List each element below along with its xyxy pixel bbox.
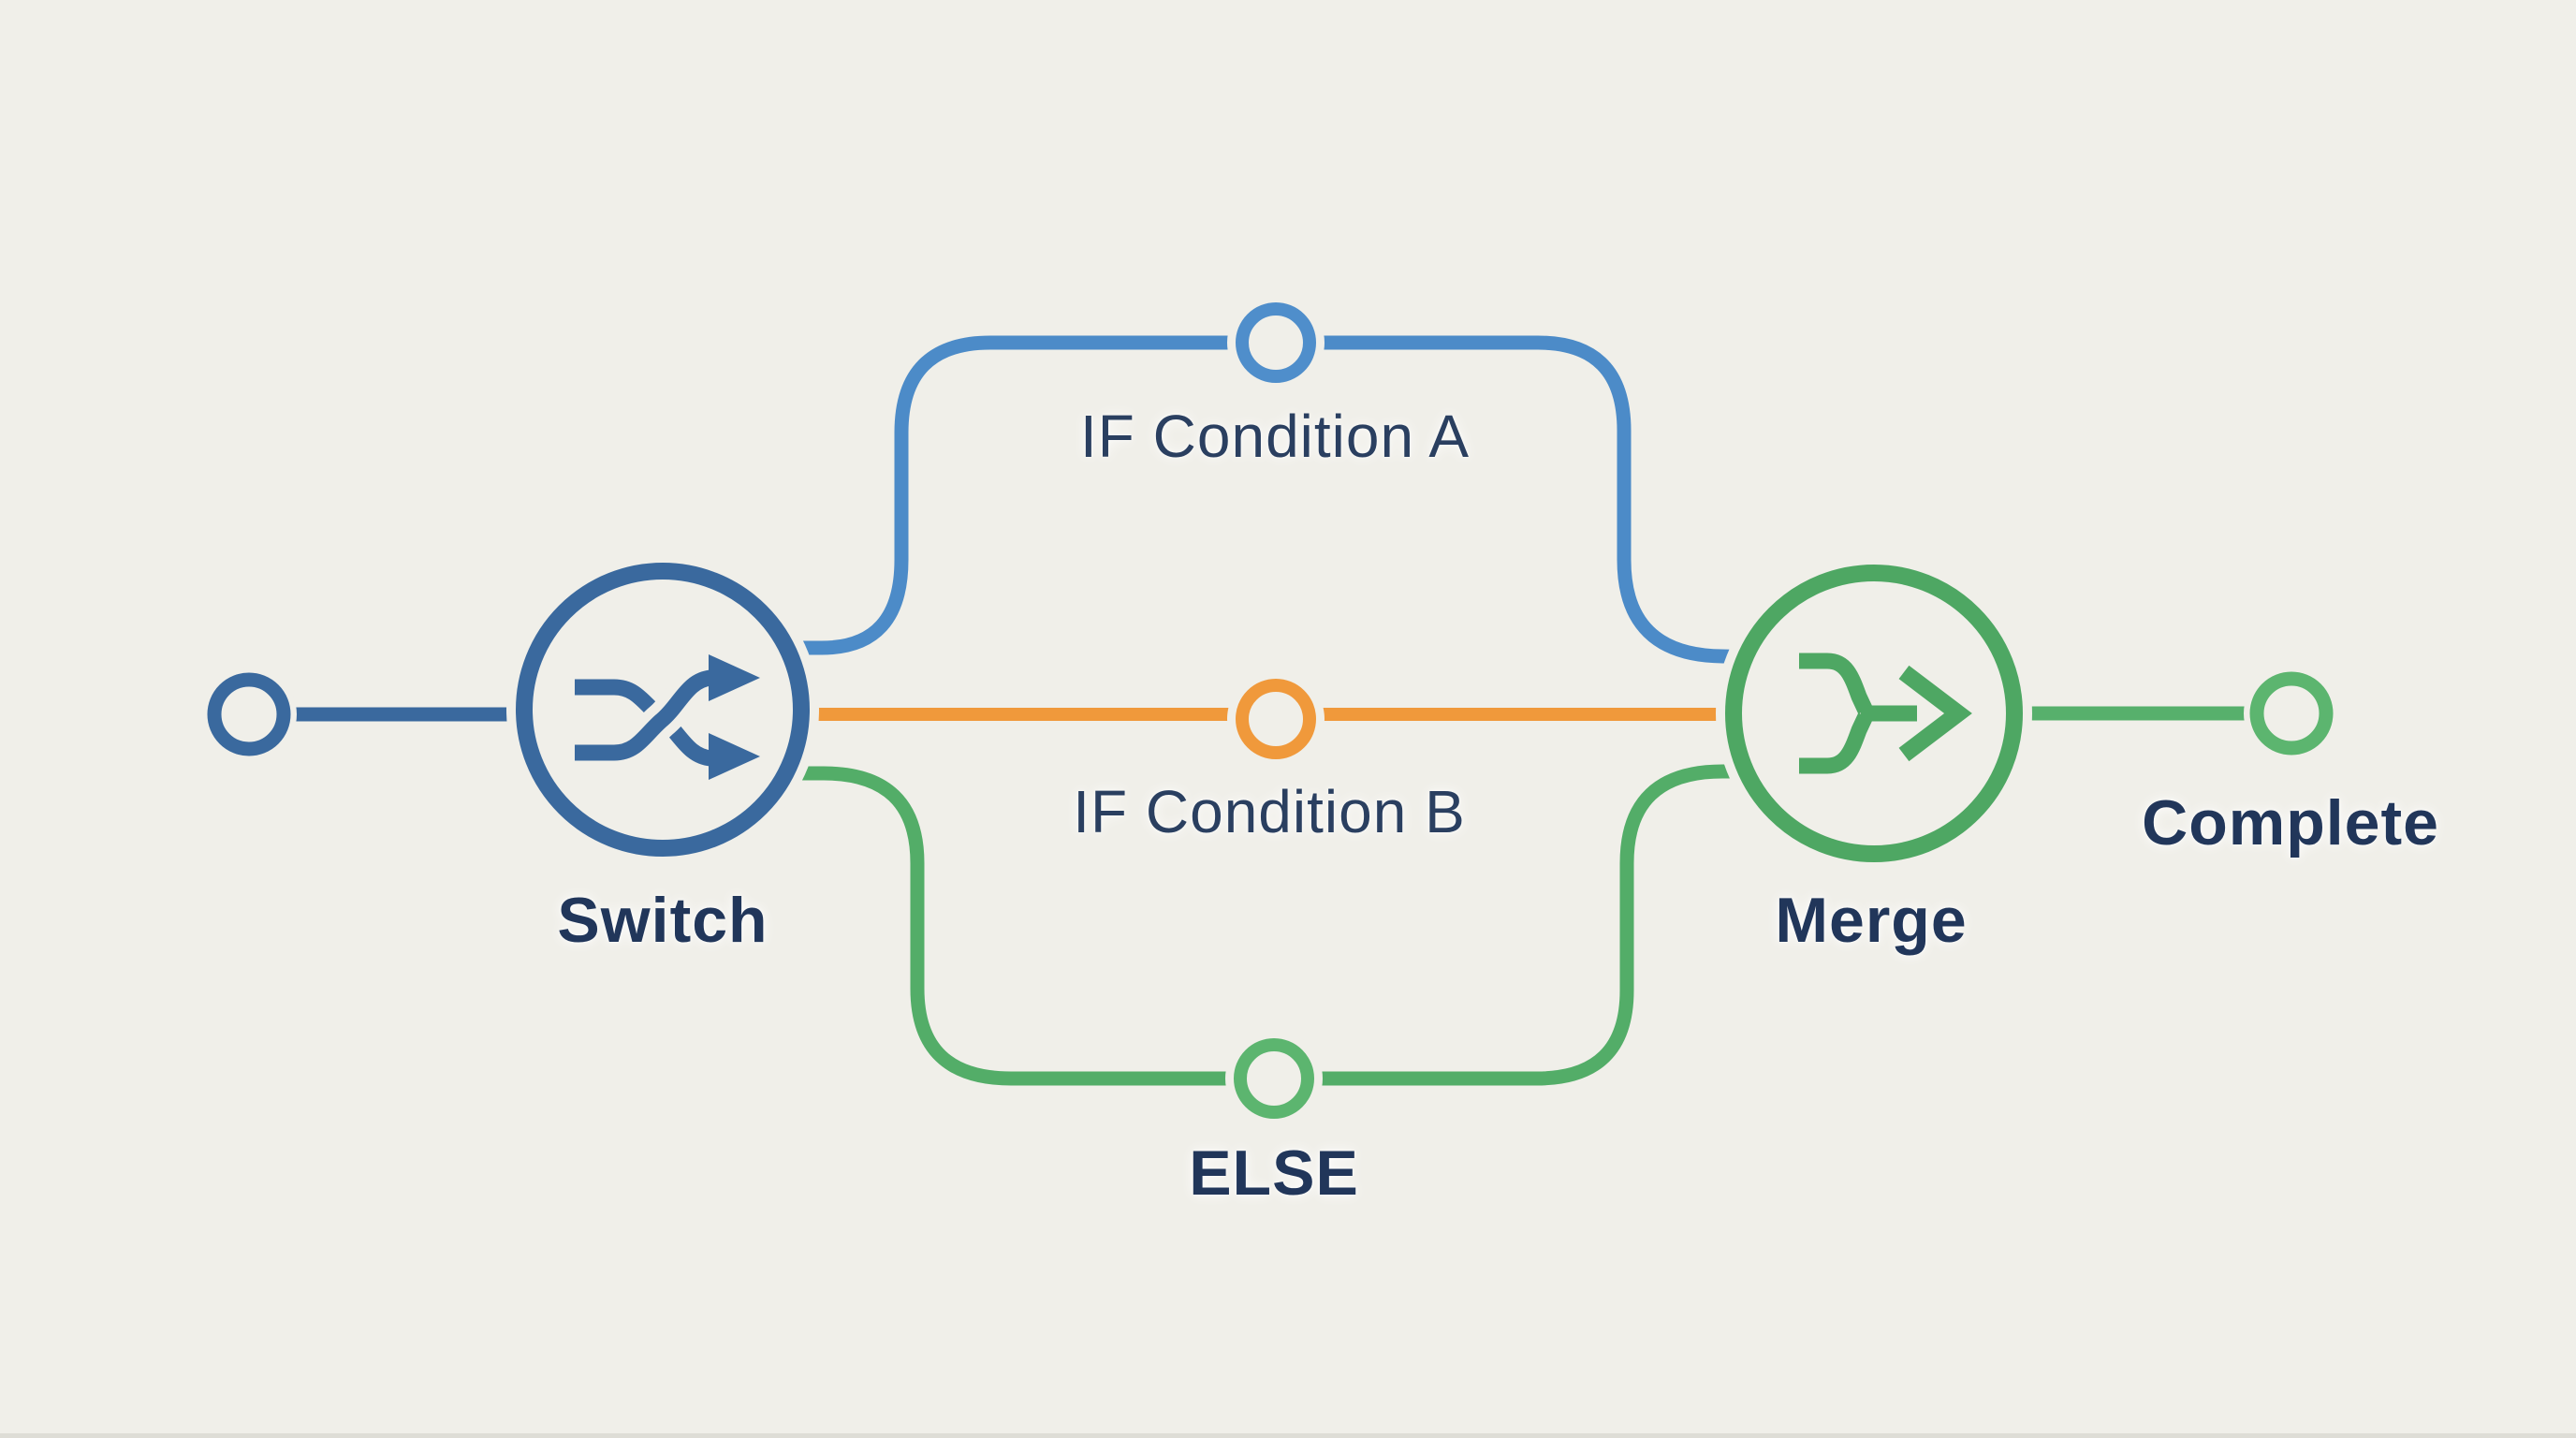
merge-top-stub: [1799, 653, 1873, 714]
shuffle-strand-up: [575, 669, 714, 761]
branch-a-node-ring: [1236, 302, 1316, 383]
branch-else-label: ELSE: [1189, 1137, 1359, 1209]
branch-a-label: IF Condition A: [1080, 403, 1470, 470]
end-terminal-ring: [2249, 671, 2334, 756]
shuffle-arrowhead-upper: [709, 654, 760, 701]
complete-label: Complete: [2142, 787, 2439, 858]
branch-b-node-ring: [1236, 679, 1316, 759]
merge-node-label: Merge: [1775, 885, 1968, 956]
switch-node-label: Switch: [557, 885, 768, 956]
terminals: [201, 666, 2339, 762]
switch-node: [506, 553, 819, 866]
merge-arrows-icon: [1799, 653, 1972, 774]
start-terminal-ring: [207, 672, 291, 756]
merge-arrowhead: [1898, 665, 1972, 762]
branch-b-label: IF Condition B: [1073, 778, 1466, 845]
merge-bottom-stub: [1799, 712, 1873, 774]
shuffle-icon: [575, 654, 760, 780]
branch-ring-nodes: [1225, 294, 1325, 1127]
shuffle-arrowhead-lower: [709, 733, 760, 780]
bottom-edge-divider: [0, 1433, 2576, 1438]
merge-node: [1716, 555, 2032, 872]
branch-else-node-ring: [1234, 1038, 1314, 1119]
